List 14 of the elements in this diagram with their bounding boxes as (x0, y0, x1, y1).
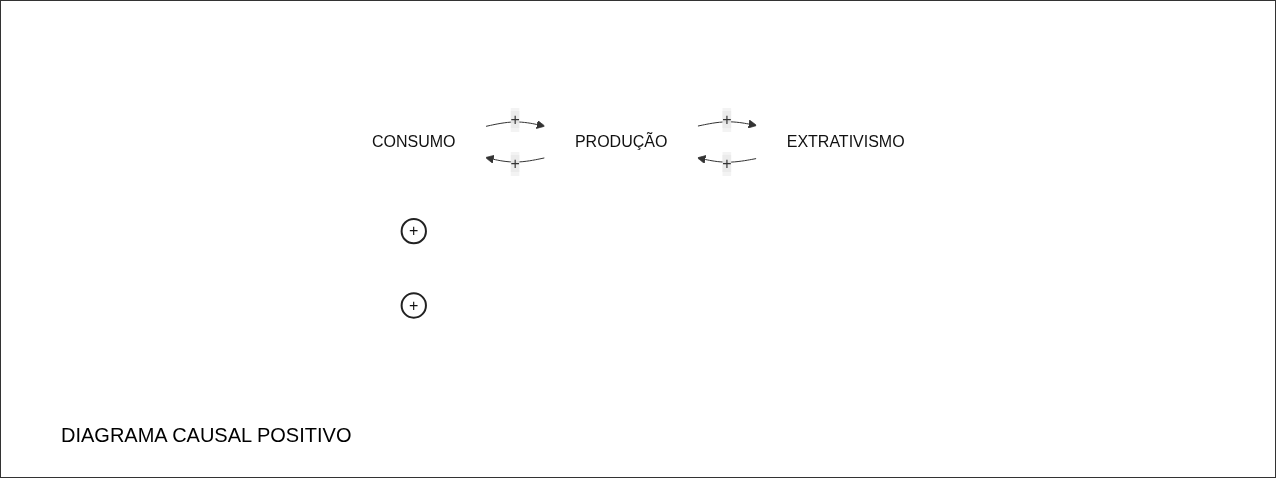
node-text: CONSUMO (371, 132, 456, 150)
node-text: EXTRATIVISMO (786, 132, 905, 150)
edge-label: + (510, 110, 520, 128)
node-circle: + (400, 292, 427, 319)
arrow (696, 119, 757, 129)
arrow (484, 119, 545, 129)
edge-label: + (721, 154, 732, 172)
edge-label: + (510, 154, 520, 172)
node-circle: + (400, 217, 427, 244)
arrow (696, 154, 757, 164)
caption: DIAGRAMA CAUSAL POSITIVO (60, 424, 353, 448)
edge-label: + (721, 110, 732, 128)
node-text: PRODUÇÃO (574, 132, 668, 150)
arrow (484, 154, 546, 164)
